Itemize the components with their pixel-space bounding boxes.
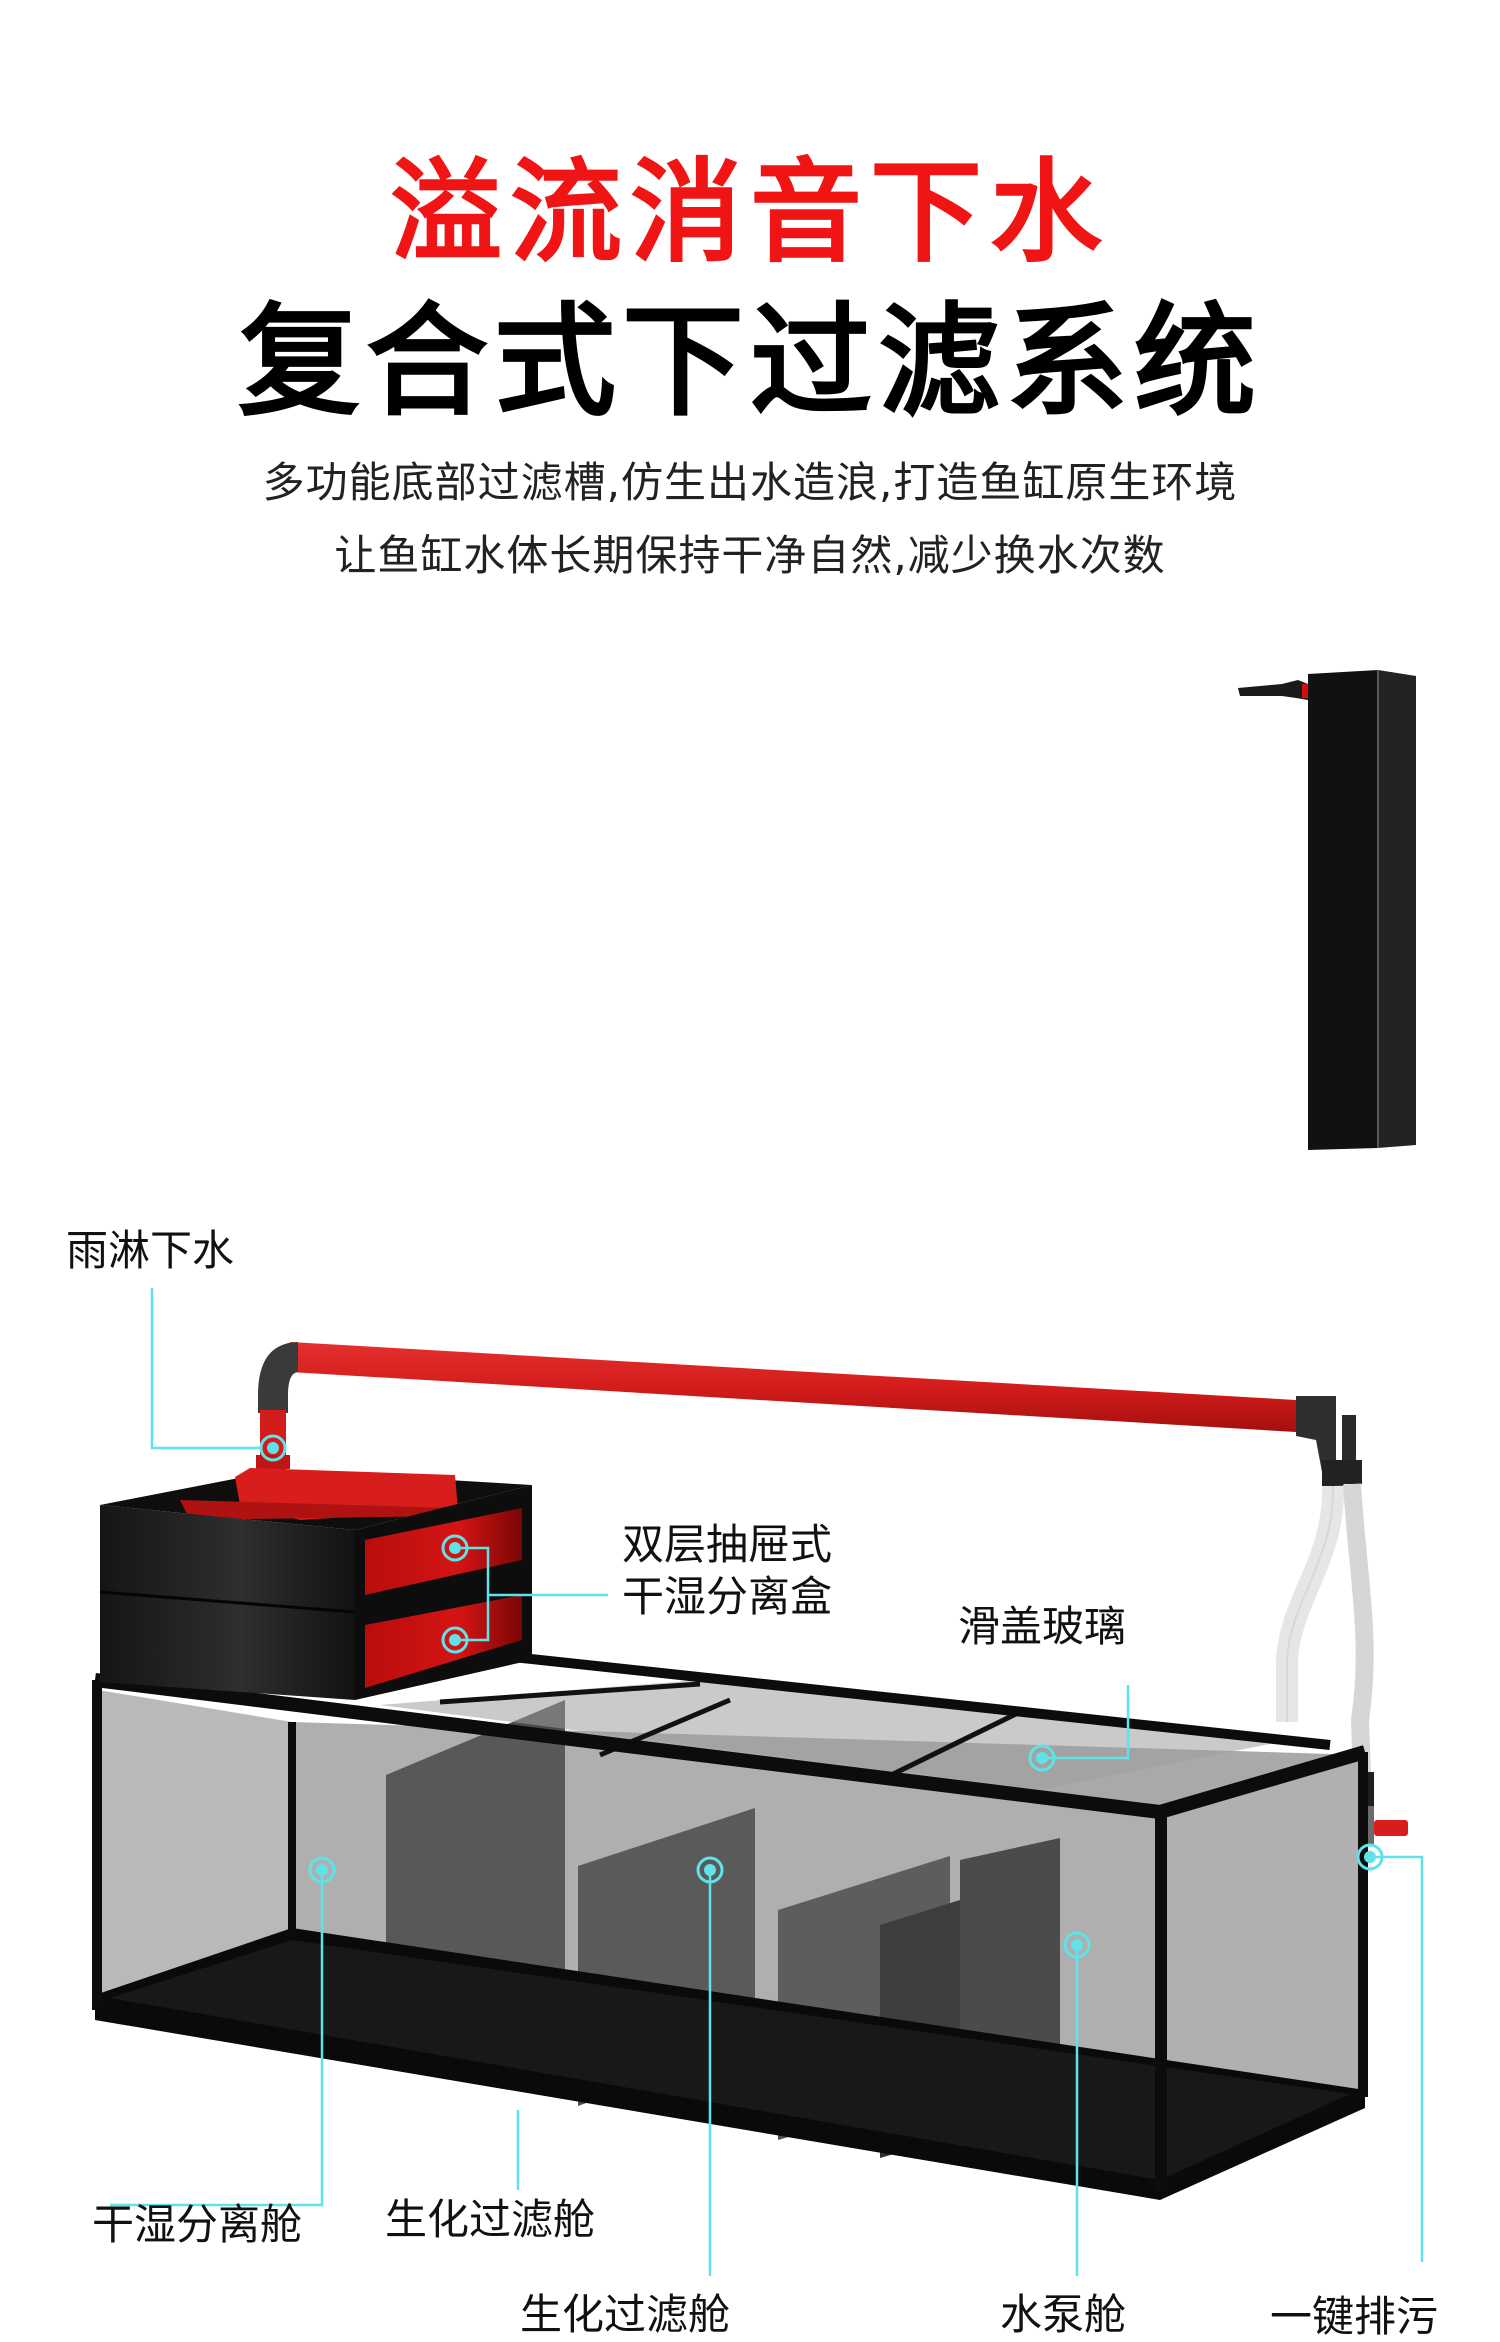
return-pipe [256,1342,1362,1486]
marker-drain [1356,1843,1384,1871]
overflow-column [1238,670,1416,1150]
callout-drawer-box-line2: 干湿分离盒 [622,1572,833,1621]
subtitle-line-2: 让鱼缸水体长期保持干净自然,减少换水次数 [334,531,1166,580]
callout-sliding-glass: 滑盖玻璃 [958,1602,1127,1651]
marker-bio [696,1856,724,1884]
callout-drawer-box-line1: 双层抽屉式 [622,1520,833,1569]
hoses [1276,1483,1374,1777]
headline-accent: 溢流消音下水 [390,148,1110,278]
marker-dots [259,1434,1384,1959]
callout-bio-chamber-2: 生化过滤舱 [520,2290,731,2339]
marker-pump [1063,1931,1091,1959]
callout-dry-wet-chamber: 干湿分离舱 [92,2200,303,2249]
callout-rain-drain: 雨淋下水 [66,1226,235,1275]
leader-lines [110,1288,1424,2276]
marker-drawer-bottom [441,1626,469,1654]
callout-pump-chamber: 水泵舱 [1000,2290,1127,2339]
callout-bio-chamber-1: 生化过滤舱 [385,2195,596,2244]
callout-drain-valve: 一键排污 [1270,2292,1439,2341]
drawer-box [99,1468,532,1700]
marker-drawer-top [441,1534,469,1562]
marker-rain-drain [259,1434,287,1462]
sump-tank [92,1635,1368,2200]
headline-main: 复合式下过滤系统 [238,291,1262,433]
marker-dry-wet [308,1856,336,1884]
marker-sliding-glass [1028,1744,1056,1772]
subtitle-line-1: 多功能底部过滤槽,仿生出水造浪,打造鱼缸原生环境 [262,458,1238,507]
